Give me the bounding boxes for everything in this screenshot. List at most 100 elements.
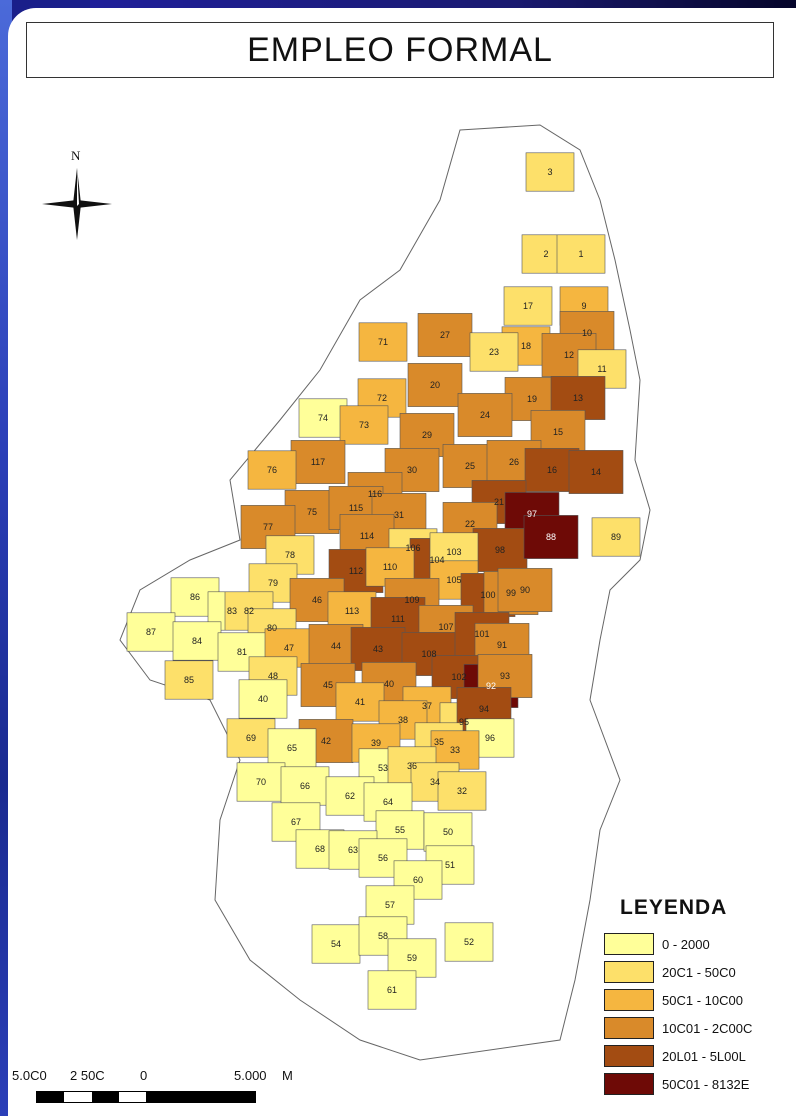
- zone-label: 102: [451, 672, 466, 682]
- zone-label: 68: [315, 844, 325, 854]
- zone-area: [437, 771, 487, 811]
- zone-area: [469, 332, 519, 372]
- zone-label: 39: [371, 738, 381, 748]
- zone-label: 47: [284, 643, 294, 653]
- zone-label: 101: [474, 629, 489, 639]
- zone-label: 71: [378, 337, 388, 347]
- zone-label: 48: [268, 671, 278, 681]
- zone-label: 91: [497, 640, 507, 650]
- zone-label: 95: [459, 717, 469, 727]
- zone-label: 65: [287, 743, 297, 753]
- zone-label: 96: [485, 733, 495, 743]
- zone-area: [523, 515, 579, 559]
- scale-label: 2 50C: [70, 1068, 105, 1083]
- legend-swatch: [604, 933, 654, 955]
- zone-label: 115: [349, 503, 363, 513]
- zone-label: 75: [307, 507, 317, 517]
- legend-swatch: [604, 1073, 654, 1095]
- zone-label: 10: [582, 328, 592, 338]
- scale-label: M: [282, 1068, 293, 1083]
- zone-label: 43: [373, 644, 383, 654]
- zone-label: 76: [267, 465, 277, 475]
- zone-label: 19: [527, 394, 537, 404]
- zone-label: 36: [407, 761, 417, 771]
- zone-label: 16: [547, 465, 557, 475]
- zone-label: 106: [405, 543, 420, 553]
- zone-area: [503, 286, 553, 326]
- zone-label: 34: [430, 777, 440, 787]
- zone-label: 61: [387, 985, 397, 995]
- zone-label: 24: [480, 410, 490, 420]
- zone-area: [525, 152, 575, 192]
- zone-label: 80: [267, 623, 277, 633]
- legend-label: 10C01 - 2C00C: [662, 1020, 753, 1036]
- legend-label: 50C01 - 8132E: [662, 1076, 750, 1092]
- zone-area: [444, 922, 494, 962]
- zone-area: [238, 679, 288, 719]
- zone-label: 60: [413, 875, 423, 885]
- zone-label: 112: [349, 566, 363, 576]
- zone-label: 88: [546, 532, 556, 542]
- zone-label: 57: [385, 900, 395, 910]
- zone-area: [358, 838, 408, 878]
- zone-area: [497, 568, 553, 612]
- zone-label: 98: [495, 545, 505, 555]
- zone-label: 59: [407, 953, 417, 963]
- legend-label: 50C1 - 10C00: [662, 992, 743, 1008]
- zone-label: 44: [331, 641, 341, 651]
- zone-label: 63: [348, 845, 358, 855]
- zone-label: 56: [378, 853, 388, 863]
- legend-label: 0 - 2000: [662, 936, 710, 952]
- zone-label: 9: [581, 301, 586, 311]
- zone-label: 18: [521, 341, 531, 351]
- zone-label: 50: [443, 827, 453, 837]
- zone-area: [280, 766, 330, 806]
- zone-label: 99: [506, 588, 516, 598]
- legend-item: 10C01 - 2C00C: [604, 1016, 794, 1040]
- legend-swatch: [604, 1017, 654, 1039]
- zone-label: 17: [523, 301, 533, 311]
- zone-label: 89: [611, 532, 621, 542]
- legend-label: 20L01 - 5L00L: [662, 1048, 746, 1064]
- zone-label: 113: [345, 606, 359, 616]
- scale-label: 0: [140, 1068, 148, 1083]
- legend-title: LEYENDA: [620, 896, 728, 919]
- zone-area: [236, 762, 286, 802]
- zone-label: 104: [429, 555, 444, 565]
- zone-label: 103: [446, 547, 461, 557]
- zone-area: [423, 812, 473, 852]
- zone-label: 33: [450, 745, 460, 755]
- zone-label: 58: [378, 931, 388, 941]
- zone-label: 25: [465, 461, 475, 471]
- zone-label: 97: [527, 509, 537, 519]
- zone-area: [339, 405, 389, 445]
- zone-label: 100: [480, 590, 495, 600]
- zone-label: 52: [464, 937, 474, 947]
- zone-area: [164, 660, 214, 700]
- zone-label: 41: [355, 697, 365, 707]
- zone-label: 78: [285, 550, 295, 560]
- legend-item: 20L01 - 5L00L: [604, 1044, 794, 1068]
- zone-label: 73: [359, 420, 369, 430]
- zone-area: [327, 591, 377, 631]
- zone-label: 72: [377, 393, 387, 403]
- legend-item: 0 - 2000: [604, 932, 794, 956]
- zone-label: 86: [190, 592, 200, 602]
- zone-label: 93: [500, 671, 510, 681]
- zone-label: 30: [407, 465, 417, 475]
- zone-label: 46: [312, 595, 322, 605]
- zone-label: 26: [509, 457, 519, 467]
- zone-label: 111: [391, 614, 405, 624]
- zone-label: 14: [591, 467, 601, 477]
- zone-label: 31: [394, 510, 404, 520]
- zone-label: 117: [311, 457, 325, 467]
- legend-item: 20C1 - 50C0: [604, 960, 794, 984]
- legend-item: 50C1 - 10C00: [604, 988, 794, 1012]
- zone-area: [335, 682, 385, 722]
- legend-label: 20C1 - 50C0: [662, 964, 736, 980]
- scale-label: 5.000: [234, 1068, 267, 1083]
- zone-label: 12: [564, 350, 574, 360]
- zone-label: 116: [368, 489, 382, 499]
- zone-label: 15: [553, 427, 563, 437]
